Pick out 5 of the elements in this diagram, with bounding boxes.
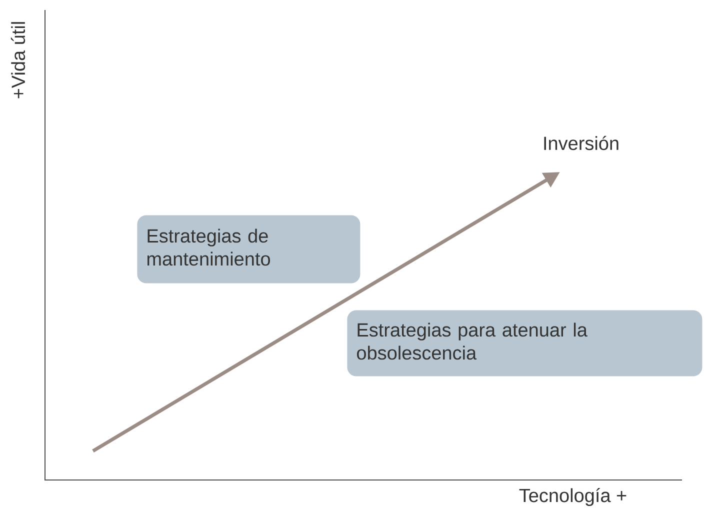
strategy-box: Estrategias de mantenimiento <box>137 215 360 284</box>
axis-label: Tecnología + <box>519 488 626 506</box>
axis-label: +Vida útil <box>10 22 26 98</box>
strategy-box: Estrategias para atenuar la obsolescencia <box>347 310 702 376</box>
arrow-label: Inversión <box>544 136 618 150</box>
